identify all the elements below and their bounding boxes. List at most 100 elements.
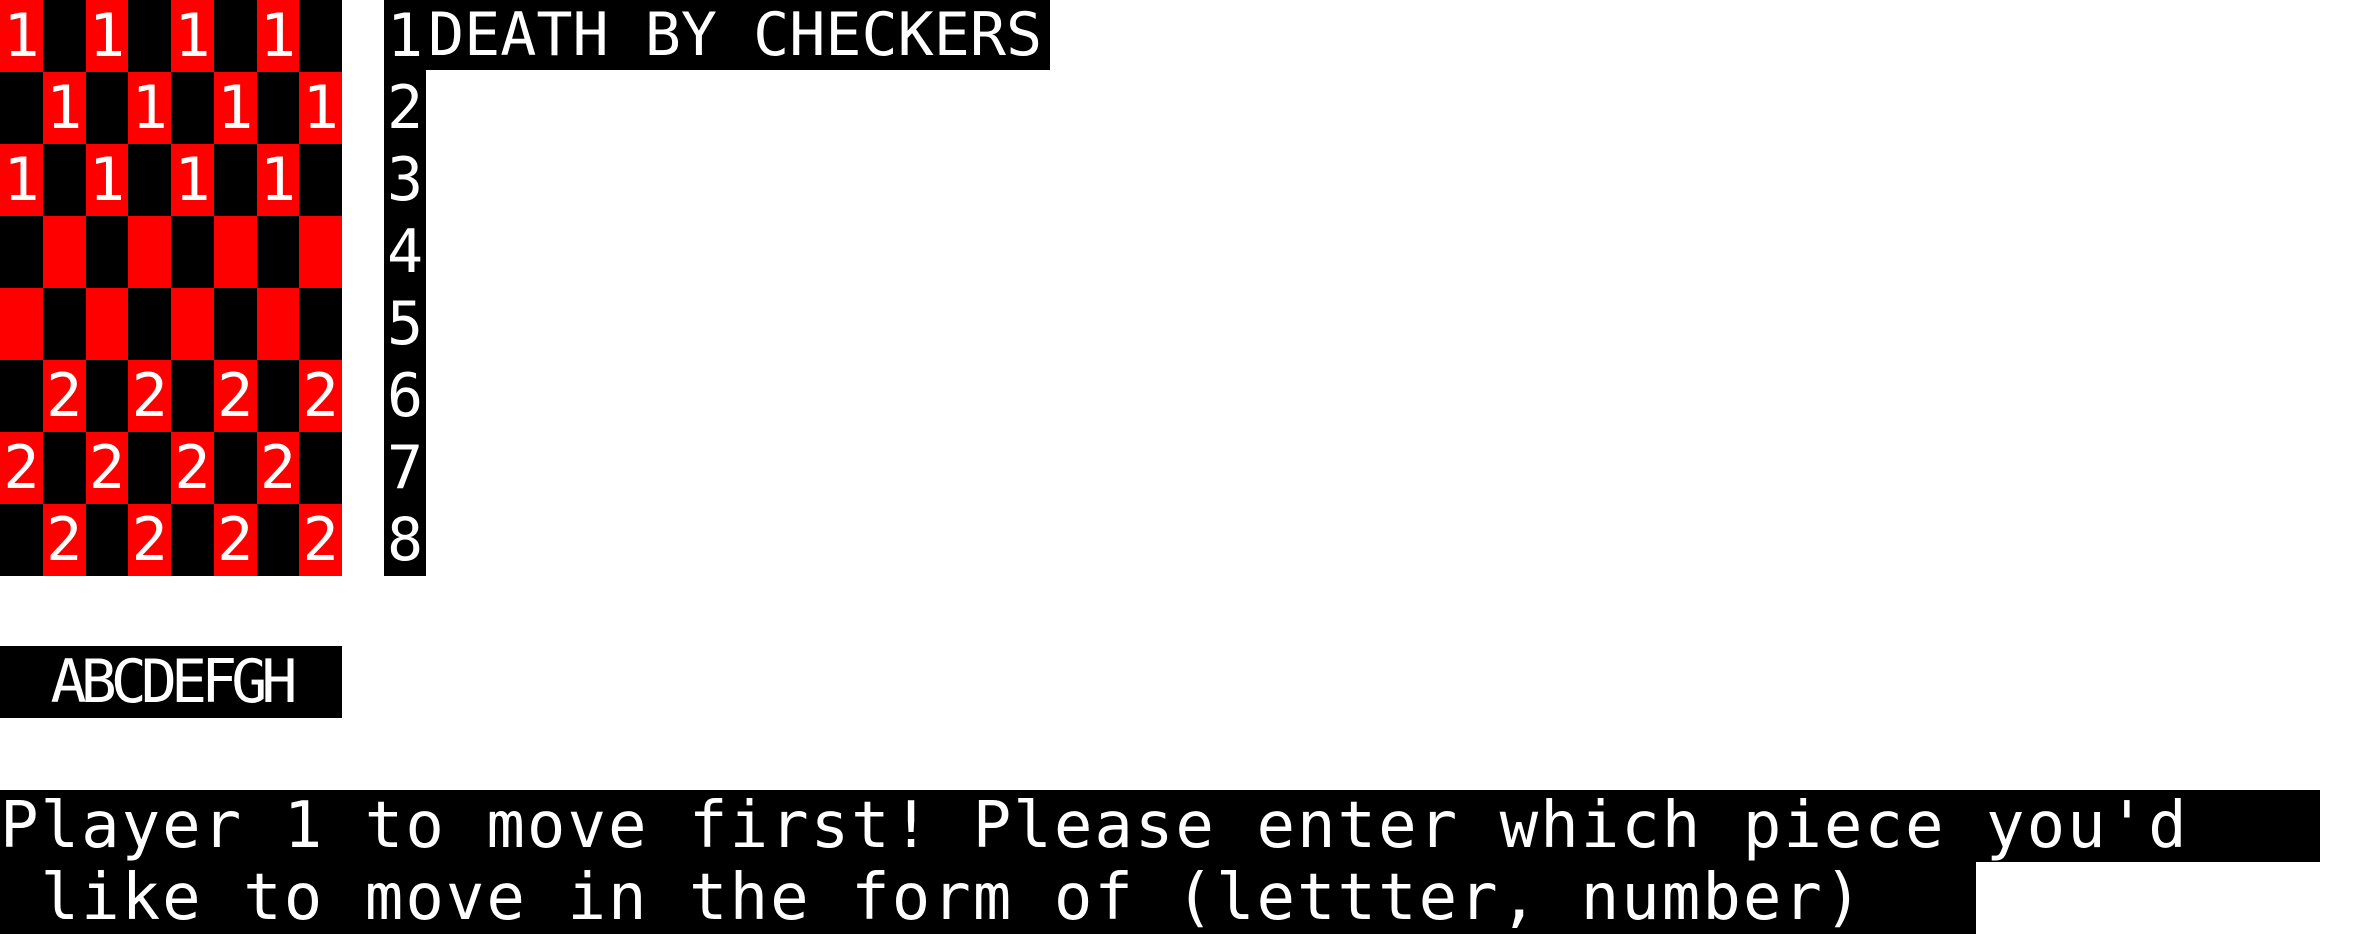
board-square: 2 bbox=[128, 504, 171, 576]
checker-piece: 1 bbox=[88, 1, 125, 71]
board-square bbox=[0, 72, 43, 144]
checker-piece: 2 bbox=[302, 361, 339, 431]
board-square: 2 bbox=[256, 432, 300, 504]
checker-piece: 2 bbox=[46, 361, 83, 431]
board-square bbox=[85, 504, 129, 576]
board-square bbox=[171, 360, 214, 432]
board-square: 1 bbox=[256, 0, 300, 72]
board-square bbox=[128, 144, 171, 216]
checker-piece: 1 bbox=[174, 1, 211, 71]
row-label-4: 4 bbox=[386, 217, 424, 287]
row-label-3: 3 bbox=[386, 145, 424, 215]
board-square bbox=[128, 288, 171, 360]
row-label-1: 1 bbox=[386, 1, 424, 71]
board-square: 1 bbox=[171, 0, 214, 72]
board-square bbox=[256, 504, 300, 576]
board-square: 2 bbox=[42, 504, 86, 576]
board-square bbox=[42, 144, 86, 216]
board-square: 2 bbox=[128, 360, 171, 432]
board-square bbox=[299, 0, 342, 72]
checker-piece: 2 bbox=[217, 505, 254, 575]
checker-piece: 2 bbox=[259, 433, 296, 503]
row-label-7: 7 bbox=[386, 433, 424, 503]
row-label-8: 8 bbox=[386, 505, 424, 575]
board-square bbox=[299, 216, 342, 288]
board-square: 1 bbox=[299, 72, 342, 144]
board-square: 1 bbox=[213, 72, 257, 144]
board-square bbox=[213, 0, 257, 72]
board-square: 2 bbox=[299, 360, 342, 432]
board-square: 1 bbox=[256, 144, 300, 216]
board-square bbox=[85, 216, 129, 288]
board-square bbox=[42, 216, 86, 288]
board-square bbox=[213, 288, 257, 360]
board-square bbox=[171, 288, 214, 360]
move-prompt: Player 1 to move first! Please enter whi… bbox=[0, 790, 2364, 934]
checker-piece: 2 bbox=[174, 433, 211, 503]
checker-piece: 1 bbox=[131, 73, 168, 143]
board-square bbox=[42, 0, 86, 72]
board-square bbox=[0, 360, 43, 432]
checker-piece: 2 bbox=[3, 433, 40, 503]
board-square: 2 bbox=[171, 432, 214, 504]
board-square: 2 bbox=[213, 504, 257, 576]
checker-piece: 2 bbox=[46, 505, 83, 575]
board-square bbox=[128, 0, 171, 72]
checker-piece: 1 bbox=[259, 1, 296, 71]
board-square: 1 bbox=[0, 144, 43, 216]
board-square bbox=[299, 144, 342, 216]
board-square: 1 bbox=[42, 72, 86, 144]
board-square bbox=[0, 504, 43, 576]
board-square bbox=[171, 216, 214, 288]
column-labels: ABCDEFGH bbox=[0, 646, 342, 718]
prompt-line-1: Player 1 to move first! Please enter whi… bbox=[0, 790, 2320, 862]
board-square bbox=[42, 432, 86, 504]
checker-piece: 1 bbox=[3, 145, 40, 215]
board-square: 2 bbox=[299, 504, 342, 576]
checker-piece: 2 bbox=[302, 505, 339, 575]
board-square bbox=[0, 216, 43, 288]
board-square bbox=[128, 216, 171, 288]
game-title: DEATH BY CHECKERS bbox=[426, 0, 1051, 70]
board-square bbox=[256, 216, 300, 288]
row-label-5: 5 bbox=[386, 289, 424, 359]
board-square: 1 bbox=[128, 72, 171, 144]
checker-piece: 1 bbox=[174, 145, 211, 215]
row-labels: 1 2 3 4 5 6 7 8 bbox=[384, 0, 426, 576]
board-square bbox=[299, 432, 342, 504]
checker-piece: 1 bbox=[217, 73, 254, 143]
checker-piece: 1 bbox=[88, 145, 125, 215]
board-square bbox=[299, 288, 342, 360]
board-square bbox=[171, 504, 214, 576]
board-square bbox=[171, 72, 214, 144]
board-square bbox=[85, 72, 129, 144]
board-square bbox=[0, 288, 43, 360]
board-square: 2 bbox=[42, 360, 86, 432]
checker-piece: 2 bbox=[217, 361, 254, 431]
checker-piece: 1 bbox=[302, 73, 339, 143]
checker-piece: 1 bbox=[46, 73, 83, 143]
checker-piece: 2 bbox=[131, 505, 168, 575]
board-square bbox=[42, 288, 86, 360]
board-square bbox=[256, 288, 300, 360]
row-label-2: 2 bbox=[386, 73, 424, 143]
board-square bbox=[213, 216, 257, 288]
board-square bbox=[213, 144, 257, 216]
checker-piece: 2 bbox=[88, 433, 125, 503]
board-square: 1 bbox=[85, 144, 129, 216]
board-square bbox=[128, 432, 171, 504]
board-square bbox=[213, 432, 257, 504]
board-square bbox=[85, 360, 129, 432]
checker-piece: 2 bbox=[131, 361, 168, 431]
board-square bbox=[85, 288, 129, 360]
prompt-line-2: like to move in the form of (lettter, nu… bbox=[0, 862, 1976, 934]
board-square bbox=[256, 360, 300, 432]
board-square: 2 bbox=[213, 360, 257, 432]
board-square: 2 bbox=[85, 432, 129, 504]
row-label-6: 6 bbox=[386, 361, 424, 431]
board-square: 1 bbox=[171, 144, 214, 216]
board-square bbox=[256, 72, 300, 144]
checker-piece: 1 bbox=[259, 145, 296, 215]
board-square: 2 bbox=[0, 432, 43, 504]
